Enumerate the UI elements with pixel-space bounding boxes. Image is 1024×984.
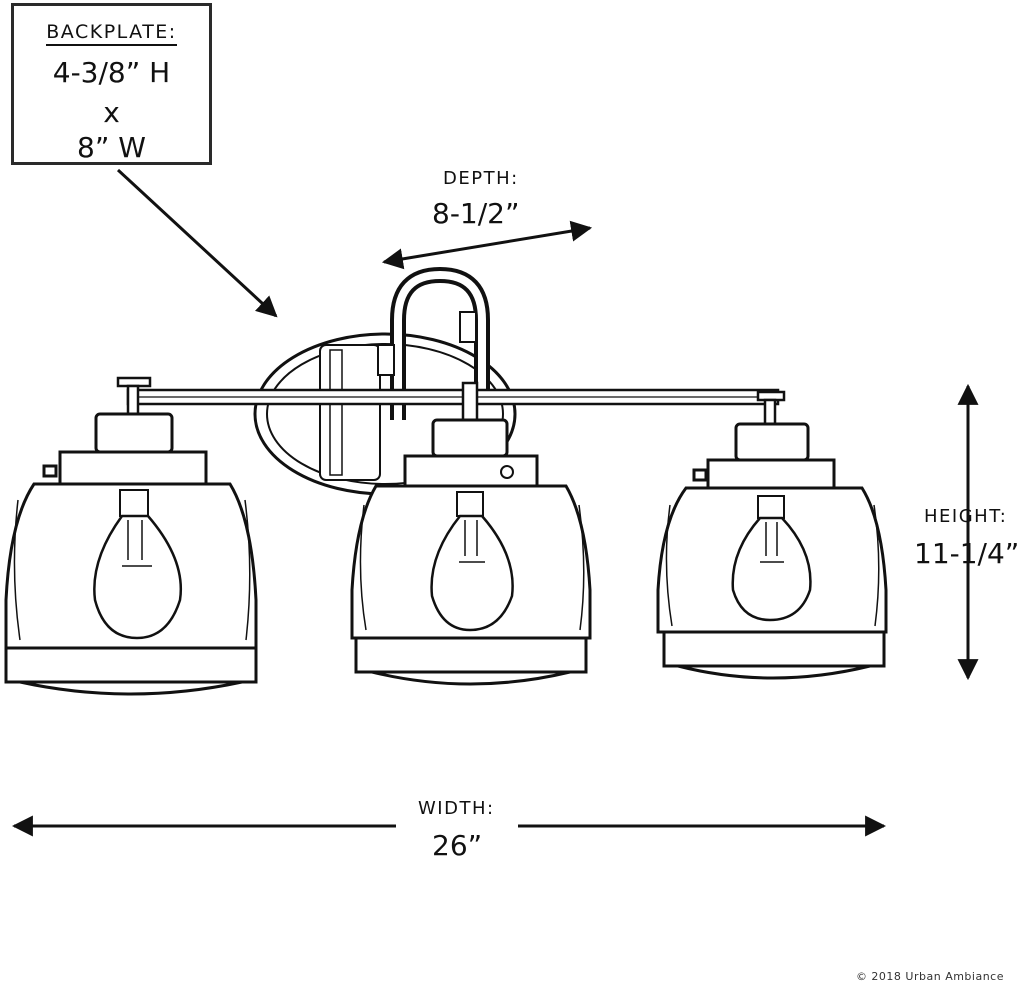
crossbar xyxy=(116,376,786,427)
backplate-height: 4-3/8” H xyxy=(52,56,171,89)
backplate-width: 8” W xyxy=(77,131,146,164)
gooseneck-arm xyxy=(377,266,490,420)
light-right xyxy=(656,422,888,680)
depth-label: DEPTH: xyxy=(443,168,519,189)
width-value: 26” xyxy=(432,829,483,862)
backplate-times: x xyxy=(103,96,120,129)
copyright-text: © 2018 Urban Ambiance xyxy=(855,970,1004,983)
backplate-title: BACKPLATE: xyxy=(14,21,209,46)
light-center xyxy=(350,418,592,686)
backplate-dimensions-box: BACKPLATE: 4-3/8” H x 8” W xyxy=(11,3,212,165)
backplate-pointer-arrow xyxy=(116,168,278,318)
depth-value: 8-1/2” xyxy=(432,197,520,230)
width-label: WIDTH: xyxy=(418,798,495,819)
height-label: HEIGHT: xyxy=(924,506,1008,527)
height-value: 11-1/4” xyxy=(914,537,1020,570)
light-left xyxy=(4,412,258,696)
depth-arrow xyxy=(381,220,593,270)
